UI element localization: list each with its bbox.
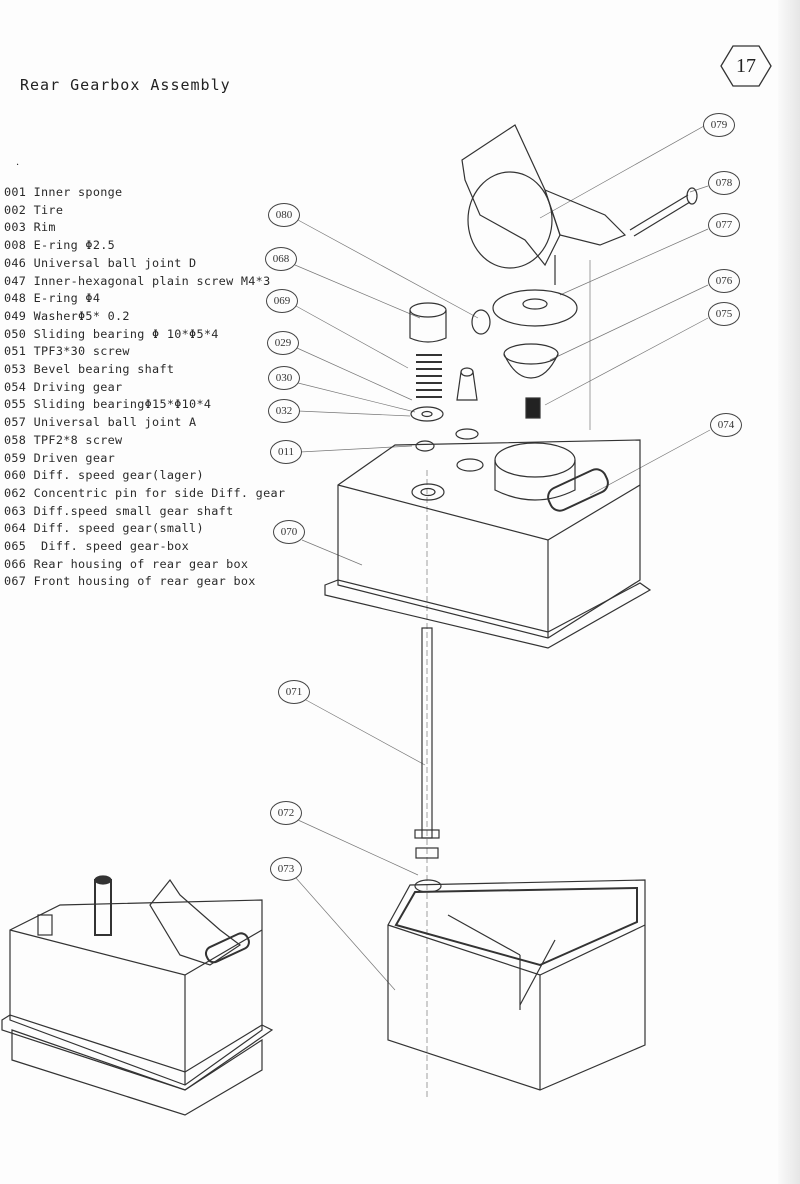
part-item: 059 Driven gear (4, 450, 116, 465)
callout-032: 032 (268, 399, 300, 423)
part-item: 066 Rear housing of rear gear box (4, 556, 249, 571)
page-title: Rear Gearbox Assembly (20, 76, 231, 94)
part-item: 065 Diff. speed gear-box (4, 539, 190, 554)
part-item: 049 WasherΦ5* 0.2 (4, 308, 130, 323)
part-item: 058 TPF2*8 screw (4, 432, 123, 447)
washer-part-030 (410, 406, 444, 422)
callout-011: 011 (270, 440, 302, 464)
housing-part-073 (387, 879, 646, 1091)
part-item: 057 Universal ball joint A (4, 415, 197, 430)
part-item: 051 TPF3*30 screw (4, 344, 130, 359)
part-item: 048 E-ring Φ4 (4, 291, 101, 306)
washer-part-011 (415, 440, 435, 452)
pin-part-078 (629, 187, 698, 237)
part-item: 003 Rim (4, 220, 56, 235)
bracket-part-079 (461, 124, 627, 285)
e-ring-part-080 (471, 309, 491, 335)
callout-071: 071 (278, 680, 310, 704)
shaft-part-071 (414, 627, 442, 893)
part-item: 002 Tire (4, 202, 64, 217)
part-item: 001 Inner sponge (4, 185, 123, 199)
ball-joint-part (455, 367, 479, 440)
callout-075: 075 (708, 302, 740, 326)
part-item: 047 Inner-hexagonal plain screw M4*3 (4, 273, 271, 288)
callout-073: 073 (270, 857, 302, 881)
part-item: 050 Sliding bearing Φ 10*Φ5*4 (4, 326, 219, 341)
callout-078: 078 (708, 171, 740, 195)
callout-080: 080 (268, 203, 300, 227)
callout-030: 030 (268, 366, 300, 390)
part-item: 055 Sliding bearingΦ15*Φ10*4 (4, 397, 212, 412)
spring-part-069 (416, 354, 442, 398)
callout-069: 069 (266, 289, 298, 313)
page-edge-shadow (778, 0, 800, 1184)
bullet-mark: · (16, 160, 20, 171)
cap-part-068 (409, 302, 447, 343)
callout-070: 070 (273, 520, 305, 544)
callout-072: 072 (270, 801, 302, 825)
part-item: 054 Driving gear (4, 379, 123, 394)
part-item: 046 Universal ball joint D (4, 255, 197, 270)
hexagon-icon (720, 45, 772, 87)
page-number-badge: 17 (720, 44, 772, 88)
part-item: 008 E-ring Φ2.5 (4, 238, 116, 253)
leader-lines (294, 125, 711, 1100)
part-item: 062 Concentric pin for side Diff. gear (4, 485, 286, 500)
callout-074: 074 (710, 413, 742, 437)
callout-068: 068 (265, 247, 297, 271)
part-item: 060 Diff. speed gear(lager) (4, 468, 204, 483)
nut-part-075 (525, 397, 541, 419)
gearbox-part-070 (324, 439, 652, 649)
part-item: 063 Diff.speed small gear shaft (4, 503, 234, 518)
assembled-gearbox-illustration (1, 875, 274, 1116)
part-item: 064 Diff. speed gear(small) (4, 521, 204, 536)
page-number: 17 (736, 55, 756, 77)
callout-076: 076 (708, 269, 740, 293)
callout-077: 077 (708, 213, 740, 237)
bearing-cup-part-076 (503, 343, 559, 379)
parts-list: 001 Inner sponge 002 Tire 003 Rim 008 E-… (4, 184, 285, 591)
callout-079: 079 (703, 113, 735, 137)
washer-part-077 (492, 289, 578, 327)
part-item: 067 Front housing of rear gear box (4, 574, 256, 589)
callout-029: 029 (267, 331, 299, 355)
part-item: 053 Bevel bearing shaft (4, 362, 175, 377)
